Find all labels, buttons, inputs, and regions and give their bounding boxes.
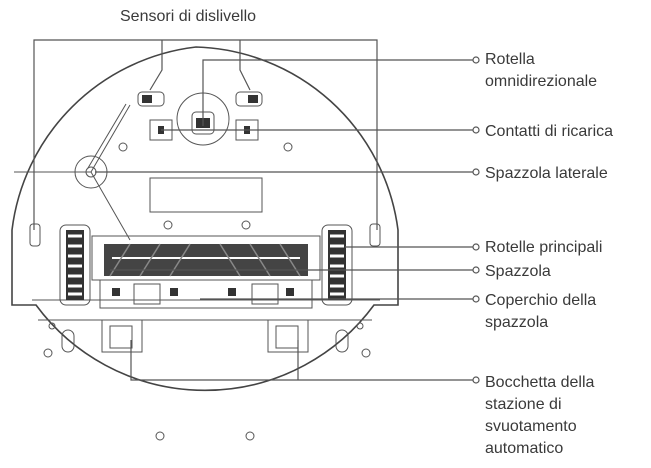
leader-dots — [472, 56, 480, 384]
cliff-sensor-side-left — [29, 223, 41, 247]
cliff-sensor-left — [137, 91, 165, 107]
dock-outlet-right — [267, 319, 309, 353]
label-main-brush: Spazzola — [485, 263, 551, 280]
label-brush-cover: Coperchio della spazzola — [485, 292, 597, 331]
cliff-sensor-right — [235, 91, 263, 107]
label-plate — [149, 177, 263, 213]
dock-outlet-left — [101, 319, 143, 353]
label-omni-wheel: Rotella omnidirezionale — [485, 51, 598, 90]
bottom-slots — [61, 329, 349, 353]
main-wheel-right — [321, 224, 353, 306]
robot-body — [11, 46, 399, 392]
label-dock-outlet: Bocchetta della stazione di svuotamento … — [485, 374, 595, 457]
main-brush — [91, 235, 321, 281]
label-charging-contacts: Contatti di ricarica — [485, 123, 614, 140]
label-cliff-sensors: Sensori di dislivello — [120, 8, 257, 25]
main-wheel-left — [59, 224, 91, 306]
label-main-wheels: Rotelle principali — [485, 239, 603, 256]
screws — [43, 142, 371, 441]
leader-lines — [33, 39, 473, 381]
cliff-sensor-side-right — [369, 223, 381, 247]
label-side-brush: Spazzola laterale — [485, 165, 608, 182]
brush-cover — [99, 279, 313, 309]
